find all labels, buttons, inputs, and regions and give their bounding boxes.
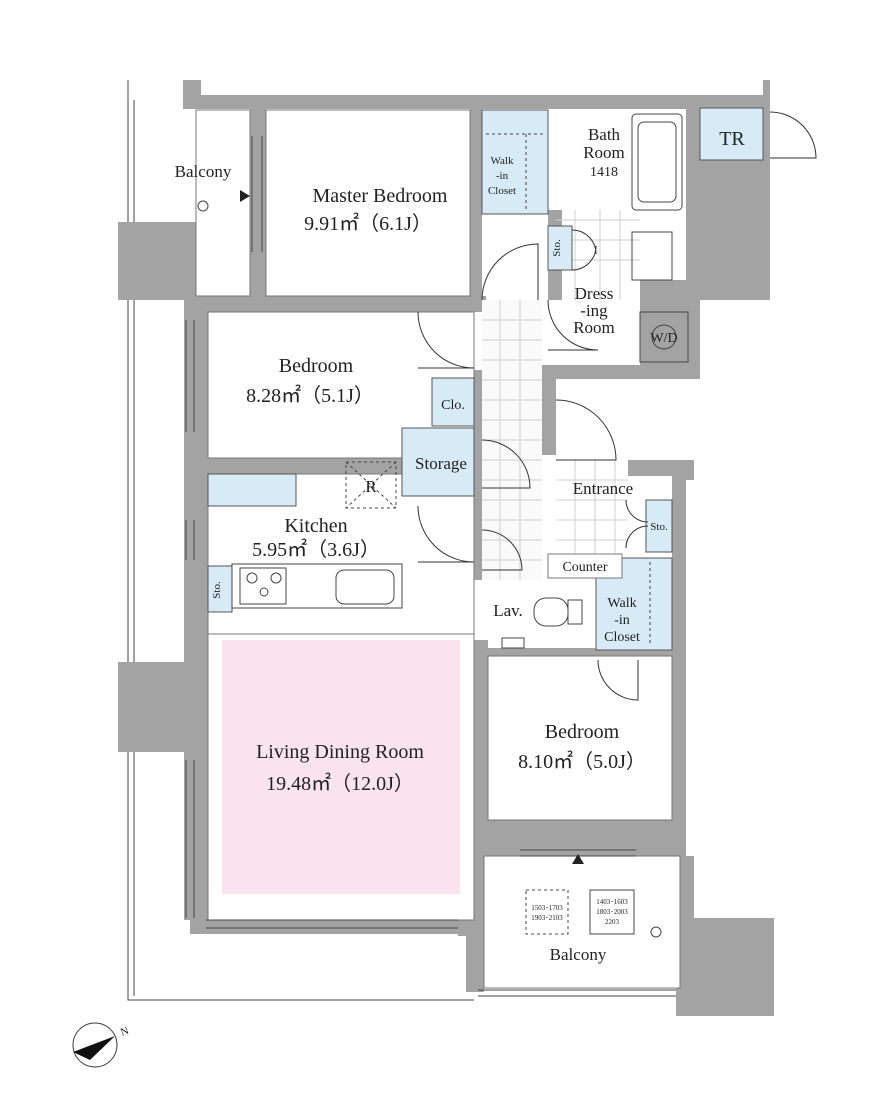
- tr-label: TR: [719, 128, 745, 150]
- sink: [335, 569, 395, 605]
- north-compass-icon: N: [72, 1022, 131, 1068]
- sto-2: [645, 499, 673, 553]
- clo: [431, 377, 475, 427]
- sto-3: [207, 565, 233, 613]
- drain-icon-2: [650, 926, 662, 938]
- balcony-top-label: Balcony: [175, 162, 232, 181]
- doors: [417, 111, 817, 701]
- bedroom-2-label: Bedroom: [279, 355, 354, 377]
- storage-label: Storage: [415, 454, 467, 473]
- north-label: N: [119, 1025, 131, 1039]
- sto2-label: Sto.: [650, 521, 668, 533]
- wic1-line3: Closet: [488, 185, 516, 197]
- living-highlight: [222, 640, 460, 894]
- washbasin: [631, 231, 673, 281]
- unit-codes-left-2: 1903･2103: [531, 914, 563, 922]
- unit-codes-right-3: 2203: [605, 918, 620, 926]
- wic2-line1: Walk: [607, 596, 636, 611]
- wic1-line2: -in: [496, 170, 509, 182]
- unit-codes-right-1: 1403･1603: [596, 898, 628, 906]
- master-bedroom-floor: [265, 109, 471, 297]
- living-label: Living Dining Room: [256, 741, 424, 763]
- walk-in-closet-1: [481, 109, 549, 215]
- clo-label: Clo.: [441, 398, 465, 413]
- drain-icon: [197, 200, 209, 212]
- refrigerator-space: [345, 461, 397, 509]
- kitchen-area: 5.95㎡（3.6J）: [252, 537, 380, 561]
- counter-label: Counter: [562, 560, 607, 575]
- tr-room: [699, 107, 764, 161]
- sto1-label: Sto.: [551, 239, 563, 257]
- bath-line2: Room: [583, 143, 625, 162]
- entrance-label: Entrance: [573, 479, 633, 498]
- wd-label: W/D: [650, 331, 677, 346]
- sto3-label: Sto.: [211, 581, 223, 599]
- kitchen-counter: [231, 563, 403, 609]
- r-label: R: [365, 477, 377, 496]
- wic1-line1: Walk: [491, 155, 514, 167]
- unit-codes-right-2: 1803･2003: [596, 908, 628, 916]
- washer-dryer: [639, 311, 689, 363]
- wic2-line2: -in: [614, 613, 630, 628]
- arrow-icon-top: [240, 190, 250, 202]
- bedroom-2-area: 8.28㎡（5.1J）: [246, 383, 374, 407]
- master-bedroom-label: Master Bedroom: [313, 185, 448, 207]
- bedroom-3-floor: [487, 655, 673, 821]
- balcony-top-floor: [195, 109, 251, 297]
- unit-codes-right-box: [589, 889, 635, 935]
- bath-line1: Bath: [588, 125, 621, 144]
- bedroom-3-label: Bedroom: [545, 721, 620, 743]
- storage: [401, 427, 475, 497]
- dress-line3: Room: [573, 318, 615, 337]
- terrace-outline: [127, 80, 474, 1001]
- lav-label: Lav.: [493, 601, 523, 620]
- dress-line2: -ing: [580, 301, 608, 320]
- kitchen-label: Kitchen: [284, 515, 347, 537]
- bathtub: [631, 113, 683, 211]
- sto-1: [547, 225, 573, 271]
- bedroom-3-area: 8.10㎡（5.0J）: [518, 749, 646, 773]
- dress-line1: Dress: [575, 284, 614, 303]
- master-bedroom-area: 9.91㎡（6.1J）: [304, 211, 432, 235]
- entrance-counter: [547, 553, 623, 579]
- unit-codes-left-1: 1503･1703: [531, 904, 563, 912]
- wic2-line3: Closet: [604, 630, 640, 645]
- living-area: 19.48㎡（12.0J）: [266, 771, 414, 795]
- balcony-bottom-label: Balcony: [550, 945, 607, 964]
- stove: [239, 567, 287, 605]
- hallway-tiles: [482, 210, 640, 580]
- toilet: [533, 597, 569, 627]
- arrow-icon-bottom: [572, 854, 584, 864]
- unit-codes-left-box: [525, 889, 569, 935]
- kitchen-window-strip: [207, 473, 297, 507]
- bath-line3: 1418: [590, 165, 618, 180]
- balcony-bottom-floor: [483, 855, 681, 989]
